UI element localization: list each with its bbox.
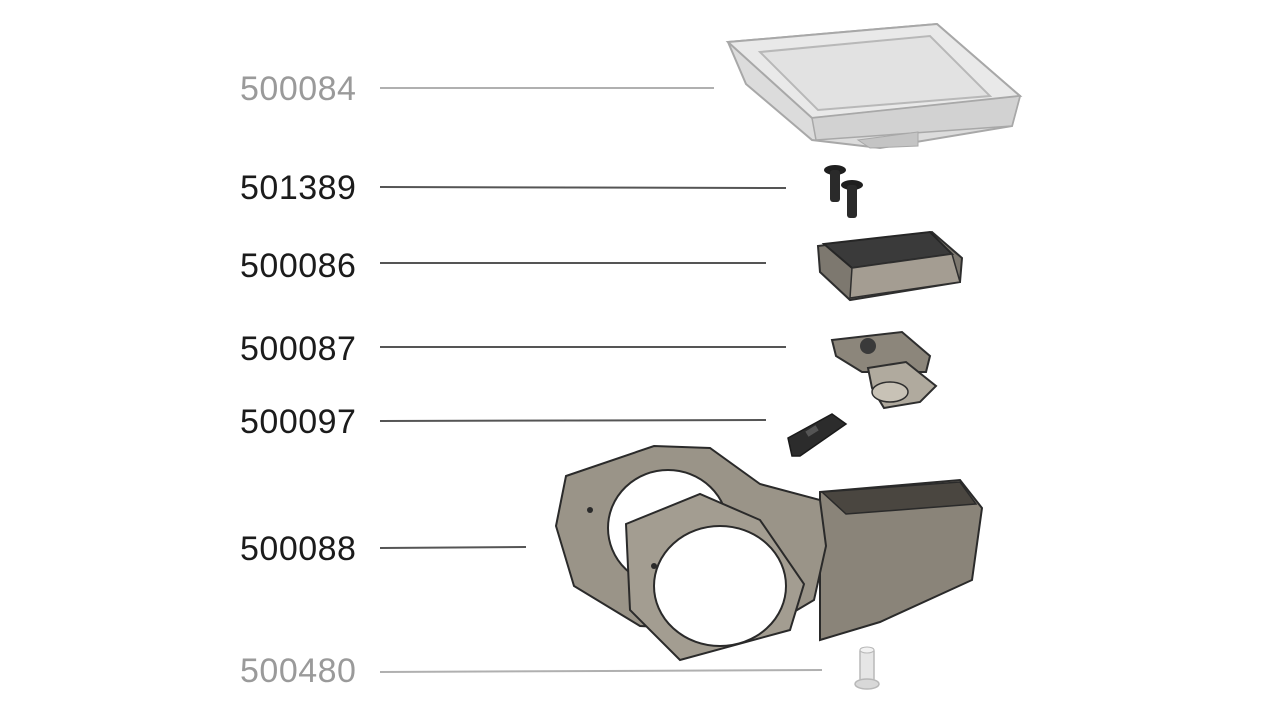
part-latch-500087 xyxy=(830,330,938,410)
part-screws-501389 xyxy=(824,165,863,218)
part-insert-500097 xyxy=(787,413,848,457)
callout-label-501389: 501389 xyxy=(240,169,357,207)
leader-line-500088 xyxy=(379,546,527,549)
leader-lines xyxy=(379,87,823,673)
leader-line-500480 xyxy=(379,669,823,673)
part-mount-500088 xyxy=(554,444,984,662)
part-bolt-500480 xyxy=(854,646,880,690)
leader-line-500097 xyxy=(379,419,767,422)
callout-label-500086: 500086 xyxy=(240,247,357,285)
leader-line-501389 xyxy=(379,186,787,189)
callout-label-500480: 500480 xyxy=(240,652,357,690)
part-display-500084 xyxy=(725,22,1023,150)
callout-label-500097: 500097 xyxy=(240,403,357,441)
callout-label-500088: 500088 xyxy=(240,530,357,568)
callout-label-500087: 500087 xyxy=(240,330,357,368)
part-cradle-500086 xyxy=(816,230,964,302)
callout-label-500084: 500084 xyxy=(240,70,357,108)
